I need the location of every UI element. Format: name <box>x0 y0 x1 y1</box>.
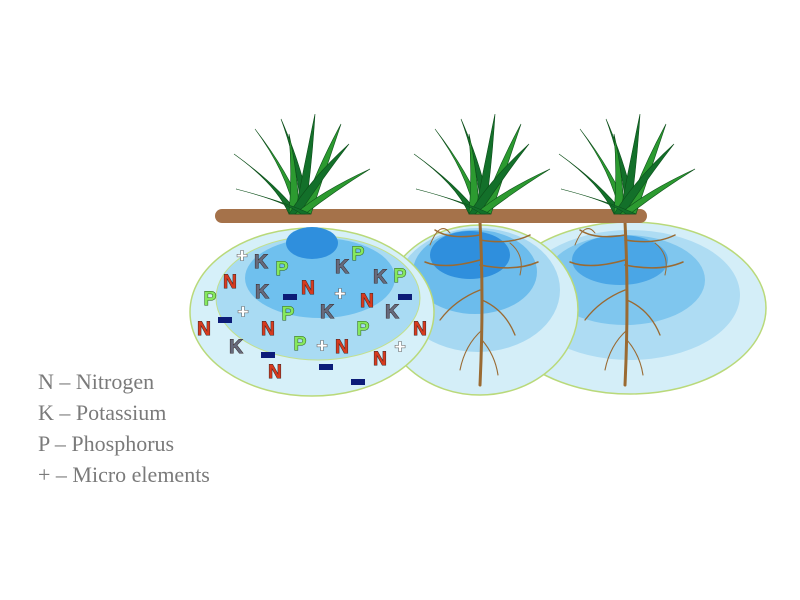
potassium-marker: K <box>373 267 387 288</box>
soil-surface <box>215 209 647 223</box>
negative-charge-marker <box>283 294 297 300</box>
negative-charge-marker <box>261 352 275 358</box>
grass-blade <box>413 153 480 215</box>
grass-blade <box>613 143 675 215</box>
micro-element-marker: + <box>394 337 405 358</box>
grass-plants <box>233 113 696 215</box>
root-branch <box>479 261 539 269</box>
plant-roots <box>424 220 684 387</box>
grass-blade <box>235 188 312 215</box>
grass-blade <box>558 153 625 215</box>
root-branch <box>584 289 626 321</box>
potassium-marker: K <box>255 282 269 303</box>
potassium-marker: K <box>320 302 334 323</box>
nitrogen-marker: N <box>413 319 427 340</box>
potassium-marker: K <box>229 337 243 358</box>
negative-charge-marker <box>218 317 232 323</box>
root-branch <box>424 259 481 267</box>
negative-charge-marker <box>351 379 365 385</box>
phosphorus-marker: P <box>282 304 295 325</box>
nitrogen-marker: N <box>268 362 282 383</box>
grass-blade <box>468 143 530 215</box>
root-branch <box>429 228 451 246</box>
root-branch <box>569 259 626 267</box>
root-branch <box>481 339 499 376</box>
nitrogen-marker: N <box>261 319 275 340</box>
root-system <box>569 220 684 387</box>
grass-tuft <box>413 113 551 215</box>
root-branch <box>626 339 644 376</box>
grass-blade <box>294 168 371 215</box>
root-branch <box>626 299 661 336</box>
negative-charge-marker <box>398 294 412 300</box>
phosphorus-marker: P <box>394 266 407 287</box>
phosphorus-marker: P <box>204 289 217 310</box>
legend-phosphorus: P – Phosphorus <box>38 431 175 456</box>
phosphorus-marker: P <box>357 319 370 340</box>
grass-blade <box>619 168 696 215</box>
root-branch <box>439 289 481 321</box>
nitrogen-marker: N <box>373 349 387 370</box>
legend-micro-elements: + – Micro elements <box>38 462 210 487</box>
root-branch <box>479 234 531 243</box>
micro-element-marker: + <box>334 284 345 305</box>
grass-blade <box>288 143 350 215</box>
root-branch <box>574 228 596 246</box>
phosphorus-marker: P <box>352 244 365 265</box>
micro-element-marker: + <box>237 302 248 323</box>
potassium-marker: K <box>254 252 268 273</box>
root-branch <box>509 242 522 276</box>
nitrogen-marker: N <box>301 278 315 299</box>
micro-element-marker: + <box>236 246 247 267</box>
root-branch <box>604 329 628 371</box>
grass-blade <box>233 153 300 215</box>
grass-blade <box>474 168 551 215</box>
left-root-zone <box>189 227 435 397</box>
legend: N – Nitrogen K – Potassium P – Phosphoru… <box>38 366 210 490</box>
root-branch <box>624 234 676 243</box>
legend-nitrogen: N – Nitrogen <box>38 369 155 394</box>
potassium-marker: K <box>385 302 399 323</box>
root-branch <box>654 242 667 276</box>
potassium-marker: K <box>335 257 349 278</box>
grass-blade <box>560 188 637 215</box>
root-branch <box>481 299 516 336</box>
legend-potassium: K – Potassium <box>38 400 167 425</box>
micro-element-marker: + <box>316 336 327 357</box>
negative-charge-marker <box>319 364 333 370</box>
root-branch <box>624 261 684 269</box>
nitrogen-marker: N <box>223 272 237 293</box>
grass-tuft <box>558 113 696 215</box>
root-system <box>424 220 539 387</box>
phosphorus-marker: P <box>294 334 307 355</box>
nitrogen-marker: N <box>335 337 349 358</box>
grass-blade <box>415 188 492 215</box>
phosphorus-marker: P <box>276 259 289 280</box>
nitrogen-marker: N <box>197 319 211 340</box>
middle-root-zone <box>381 224 579 396</box>
nitrogen-marker: N <box>360 291 374 312</box>
grass-tuft <box>233 113 371 215</box>
root-branch <box>459 329 483 371</box>
